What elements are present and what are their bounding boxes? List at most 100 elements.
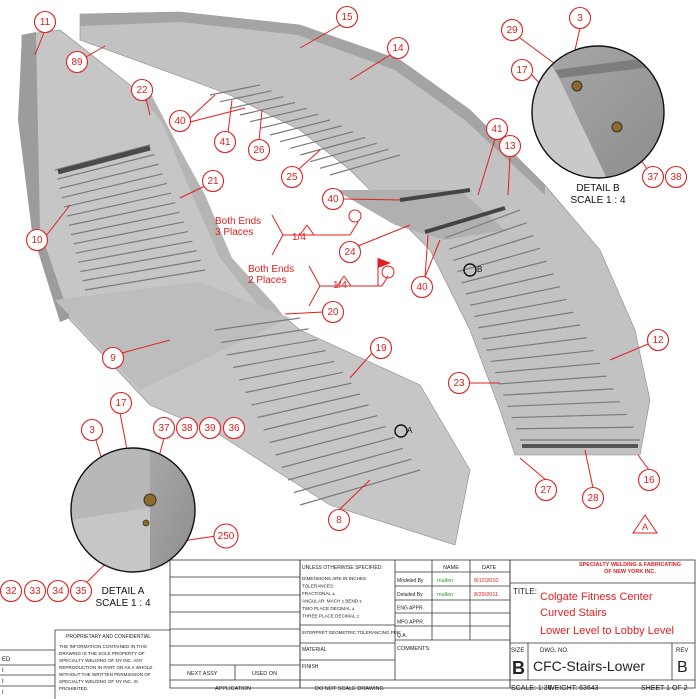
stair-tread bbox=[486, 337, 587, 351]
stair-tread bbox=[64, 182, 168, 208]
sheet-value: SHEET 1 OF 2 bbox=[641, 685, 688, 692]
weld-note-2-line2: 2 Places bbox=[248, 275, 286, 286]
proprietary-line: SPECIALTY WELDING OF NY INC. IS bbox=[59, 679, 138, 684]
balloon-label: 41 bbox=[491, 124, 503, 135]
stair-tread bbox=[257, 393, 361, 419]
balloon-label: 38 bbox=[181, 423, 193, 434]
tolerance-lines: DIMENSIONS ARE IN INCHESTOLERANCES:FRACT… bbox=[302, 576, 366, 619]
balloon-label: 21 bbox=[207, 176, 219, 187]
weight-value: WEIGHT: 63643 bbox=[548, 685, 599, 692]
svg-text:B: B bbox=[477, 265, 482, 274]
stair-tread bbox=[469, 286, 561, 306]
stair-tread bbox=[457, 247, 541, 273]
stair-tread bbox=[249, 107, 307, 123]
name-header: NAME bbox=[443, 565, 459, 571]
weld-note-2-size: 1/4 bbox=[333, 280, 347, 291]
balloon-label: 25 bbox=[286, 172, 298, 183]
stair-tread bbox=[251, 382, 352, 406]
stair-tread bbox=[73, 221, 184, 245]
stair-tread bbox=[57, 154, 155, 180]
balloon-label: 27 bbox=[540, 485, 552, 496]
weld-symbol-1: Both Ends 3 Places 1/4 bbox=[215, 209, 362, 256]
balloon-20: 20 bbox=[321, 300, 345, 324]
do-not-scale-label: DO NOT SCALE DRAWING bbox=[315, 686, 384, 692]
approval-row-label: Q.A. bbox=[397, 633, 407, 639]
balloon-3: 3 bbox=[80, 418, 104, 442]
svg-text:A: A bbox=[642, 522, 648, 532]
approval-row-date: 8/12/2010 bbox=[474, 578, 498, 584]
stair-tread bbox=[490, 349, 594, 363]
balloon-label: 22 bbox=[136, 85, 148, 96]
stair-tread bbox=[219, 90, 272, 103]
stair-tread bbox=[503, 388, 614, 396]
finish-label: FINISH bbox=[302, 664, 319, 670]
proprietary-line: WITHOUT THE WRITTEN PERMISSION OF bbox=[59, 672, 151, 677]
balloon-label: 33 bbox=[29, 586, 41, 597]
title-block: SPECIALTY WELDING & FABRICATING OF NEW Y… bbox=[0, 559, 696, 699]
stair-tread bbox=[82, 259, 201, 282]
balloon-40: 40 bbox=[410, 275, 434, 299]
stair-tread bbox=[220, 328, 309, 344]
balloon-label: 29 bbox=[506, 25, 518, 36]
stair-tread bbox=[461, 260, 547, 284]
balloon-label: 15 bbox=[341, 12, 353, 23]
stair-tread bbox=[444, 209, 521, 239]
proprietary-text: THE INFORMATION CONTAINED IN THISDRAWING… bbox=[59, 644, 152, 691]
balloon-27: 27 bbox=[534, 478, 558, 502]
size-value: B bbox=[512, 658, 525, 678]
balloon-35: 35 bbox=[69, 579, 93, 603]
stair-tread bbox=[289, 131, 354, 149]
revision-cell: I bbox=[2, 668, 4, 674]
balloon-17: 17 bbox=[109, 391, 133, 415]
stair-tread bbox=[465, 273, 554, 295]
balloon-label: 24 bbox=[344, 247, 356, 258]
stair-tread bbox=[474, 298, 567, 318]
stair-tread bbox=[448, 222, 527, 250]
dwg-no-label: DWG. NO. bbox=[540, 648, 569, 654]
balloon-89: 89 bbox=[65, 50, 89, 74]
balloon-label: 34 bbox=[52, 586, 64, 597]
next-assy-label: NEXT ASSY bbox=[187, 671, 218, 677]
balloon-label: 17 bbox=[115, 398, 127, 409]
balloon-label: 3 bbox=[89, 425, 95, 436]
stair-tread bbox=[80, 250, 197, 273]
weld-note-2-line1: Both Ends bbox=[248, 264, 294, 275]
stair-tread bbox=[245, 371, 343, 394]
stair-tread bbox=[482, 324, 581, 340]
stair-tread bbox=[511, 413, 627, 419]
balloon-16: 16 bbox=[637, 468, 661, 492]
stair-tread bbox=[279, 125, 342, 143]
balloon-label: 38 bbox=[670, 172, 682, 183]
stair-tread bbox=[66, 192, 172, 217]
nosing-bar bbox=[57, 145, 151, 175]
balloon-label: 39 bbox=[204, 423, 216, 434]
stair-tread bbox=[59, 163, 159, 190]
svg-text:A: A bbox=[407, 426, 413, 435]
detail-a-scale: SCALE 1 : 4 bbox=[95, 598, 150, 609]
stair-tread bbox=[281, 436, 395, 469]
balloon-21: 21 bbox=[201, 169, 225, 193]
weld-symbol-2: Both Ends 2 Places 1/4 bbox=[248, 258, 395, 307]
stair-tread bbox=[287, 447, 404, 481]
balloon-label: 12 bbox=[652, 335, 664, 346]
stair-tread bbox=[239, 101, 296, 116]
stair-tread bbox=[75, 230, 189, 254]
stair-tread bbox=[329, 154, 401, 176]
balloon-33: 33 bbox=[23, 579, 47, 603]
detail-a-title: DETAIL A bbox=[102, 586, 145, 597]
stair-tread bbox=[84, 269, 206, 291]
balloon-23: 23 bbox=[447, 371, 471, 395]
stair-tread bbox=[269, 415, 378, 444]
balloon-label: 3 bbox=[577, 13, 583, 24]
approval-row-label: Modeled By bbox=[397, 578, 424, 584]
balloon-label: 17 bbox=[516, 65, 528, 76]
stair-tread bbox=[269, 119, 331, 136]
left-flight-stringer-inner bbox=[130, 85, 285, 318]
balloon-label: 16 bbox=[643, 475, 655, 486]
weld-note-1-line2: 3 Places bbox=[215, 227, 253, 238]
balloon-11: 11 bbox=[33, 10, 57, 34]
stair-tread bbox=[61, 173, 163, 199]
title-line2: Curved Stairs bbox=[540, 607, 607, 619]
proprietary-line: PROHIBITED. bbox=[59, 686, 88, 691]
